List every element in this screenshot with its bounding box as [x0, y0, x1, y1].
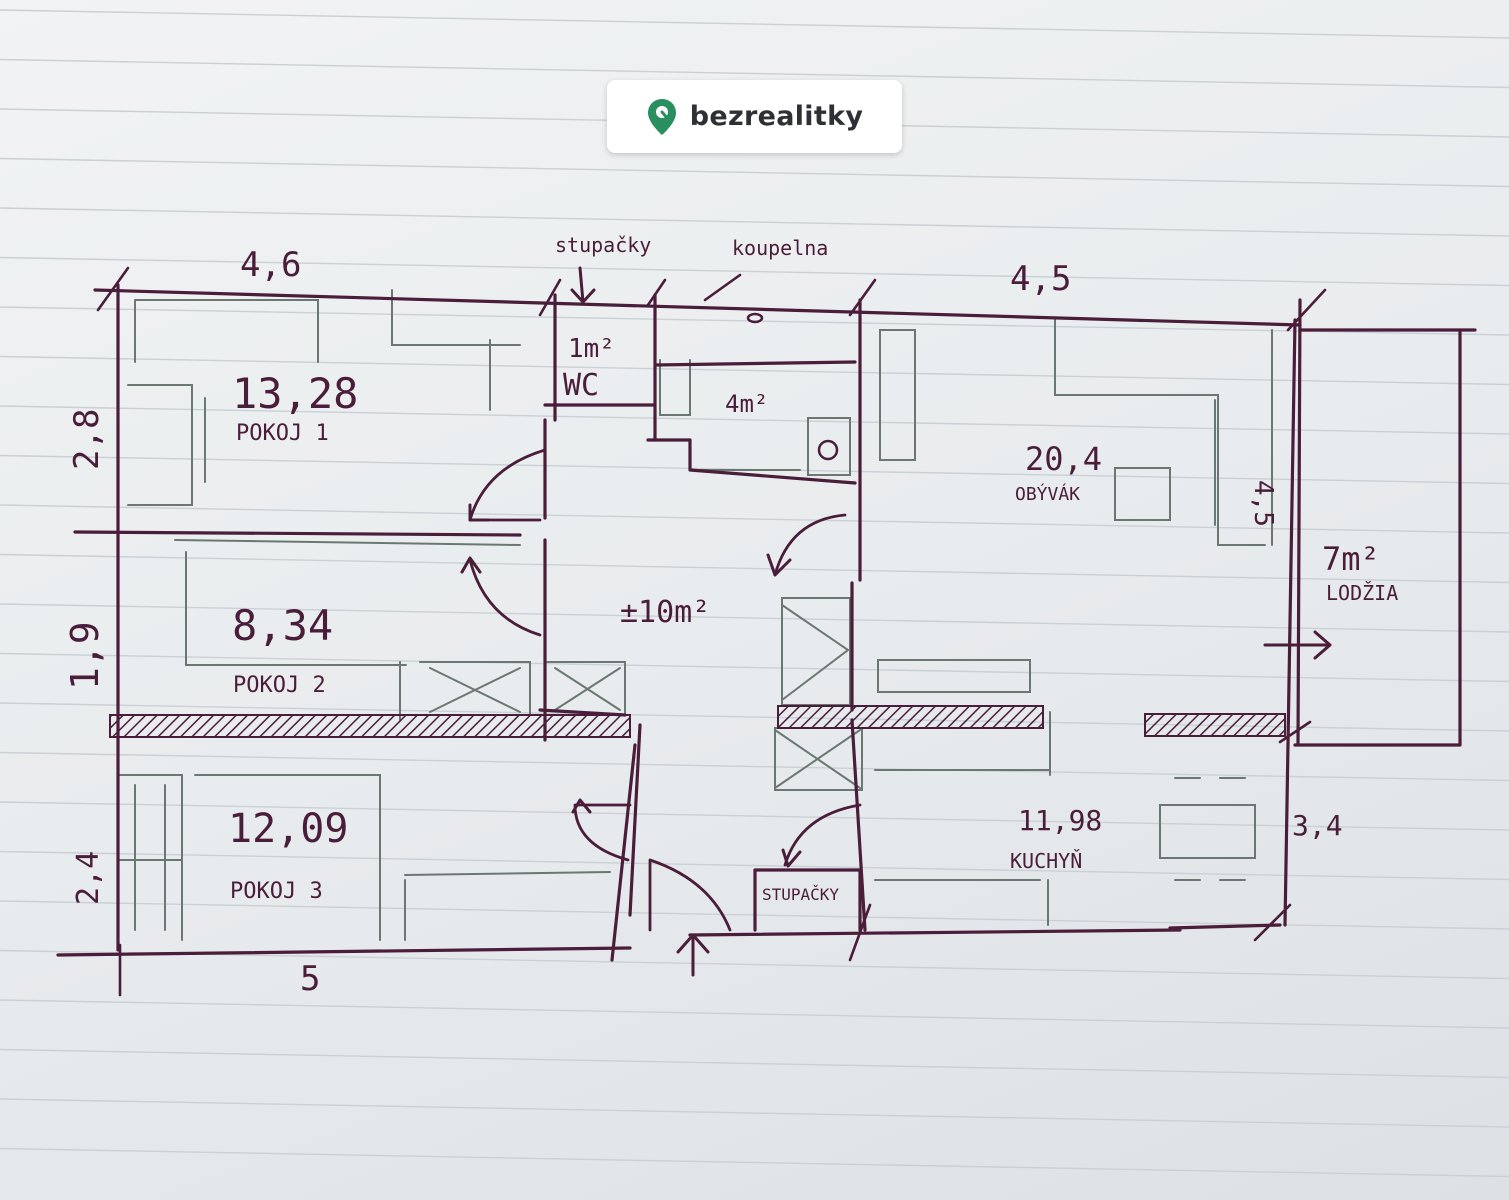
- room1-area: 13,28: [232, 369, 358, 418]
- rule-line: [0, 9, 1509, 39]
- rule-lines: [0, 9, 1509, 1178]
- rule-line: [0, 1098, 1509, 1128]
- rule-line: [0, 207, 1509, 237]
- rule-line: [0, 355, 1509, 386]
- walls: [56, 283, 1477, 962]
- loggia-area: 7m²: [1322, 540, 1380, 578]
- dim-right-kitchen: 3,4: [1292, 809, 1343, 842]
- rule-line: [0, 1147, 1509, 1178]
- load-bearing-walls: [109, 705, 1286, 738]
- rule-line: [0, 999, 1509, 1029]
- rule-line: [0, 801, 1509, 831]
- wc-name: WC: [563, 368, 599, 403]
- room1-name: POKOJ 1: [236, 421, 329, 446]
- rule-line: [0, 603, 1509, 633]
- brand-name: bezrealitky: [689, 101, 864, 132]
- washer-icon: [817, 439, 839, 461]
- wc-area: 1m²: [568, 334, 615, 364]
- room3-area: 12,09: [228, 806, 348, 852]
- map-pin-icon: [647, 98, 676, 135]
- rule-line: [0, 652, 1509, 683]
- brand-logo-card[interactable]: bezrealitky: [607, 80, 902, 153]
- rule-line: [0, 405, 1509, 435]
- rule-line: [0, 850, 1509, 881]
- rule-line: [0, 751, 1509, 782]
- dim-bottom: 5: [300, 959, 320, 999]
- rule-line: [0, 256, 1509, 287]
- living-area: 20,4: [1025, 440, 1102, 478]
- living-name: OBÝVÁK: [1015, 483, 1080, 505]
- room2-area: 8,34: [232, 601, 333, 650]
- kitchen-area: 11,98: [1018, 804, 1102, 837]
- dim-right-loggia: 4,5: [1248, 480, 1278, 527]
- bathroom-area: 4m²: [725, 390, 768, 418]
- room3-name: POKOJ 3: [230, 879, 323, 904]
- rule-line: [0, 1048, 1509, 1079]
- rule-line: [0, 157, 1509, 188]
- rule-line: [0, 553, 1509, 584]
- rule-line: [0, 949, 1509, 980]
- label-koupelna: koupelna: [732, 236, 828, 260]
- hall-area: ±10m²: [620, 595, 710, 630]
- rule-line: [0, 504, 1509, 534]
- arrows: [460, 266, 1332, 977]
- furniture-sketch: [117, 289, 1273, 941]
- toilet-icon: [746, 312, 764, 324]
- dim-top-right: 4,5: [1010, 259, 1071, 299]
- room2-name: POKOJ 2: [233, 673, 326, 698]
- label-stupacky-top: stupačky: [555, 233, 651, 257]
- label-stupacky-bottom: STUPAČKY: [762, 885, 839, 904]
- kitchen-name: KUCHYŇ: [1010, 849, 1082, 873]
- dimension-ticks: [96, 266, 1327, 997]
- dim-left-bottom: 2,4: [71, 851, 106, 905]
- loggia-name: LODŽIA: [1326, 581, 1398, 605]
- dim-left-top: 2,8: [67, 409, 107, 470]
- dim-top-left: 4,6: [240, 245, 301, 285]
- door-swings: [468, 448, 862, 932]
- dim-left-middle: 1,9: [63, 621, 107, 690]
- rule-line: [0, 58, 1509, 89]
